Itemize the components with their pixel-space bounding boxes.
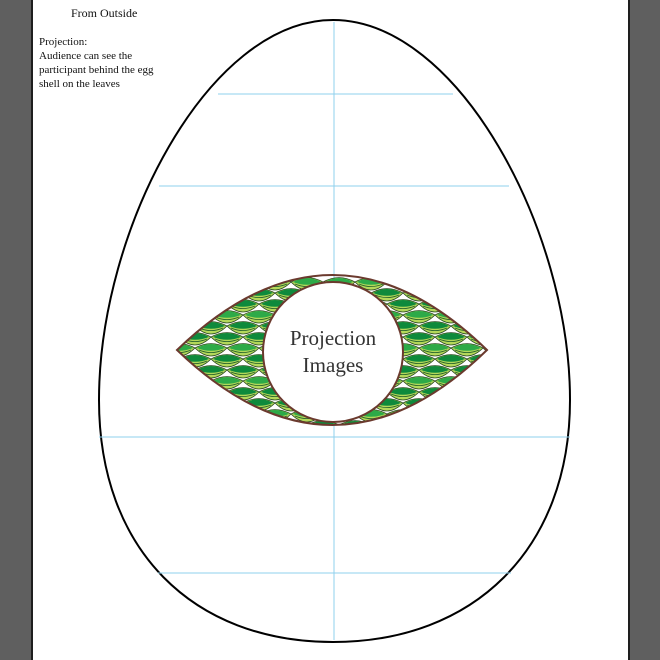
leaf-scale xyxy=(242,310,276,324)
leaf-scale xyxy=(466,420,487,425)
leaf-scale xyxy=(499,311,531,323)
leaf-scale xyxy=(450,277,484,291)
leaf-scale xyxy=(210,420,244,425)
note-title: Projection: xyxy=(39,36,88,48)
leaf-scale xyxy=(466,332,487,346)
leaf-scale xyxy=(178,420,212,425)
leaf-scale xyxy=(210,354,244,368)
leaf-scale xyxy=(434,398,468,412)
leaf-scale xyxy=(226,365,260,379)
leaf-scale xyxy=(194,343,228,357)
leaf-scale xyxy=(194,277,228,291)
leaf-scale xyxy=(210,398,244,412)
leaf-scale xyxy=(499,421,531,433)
leaf-scale xyxy=(402,376,436,390)
leaf-scale xyxy=(418,365,452,379)
leaf-scale xyxy=(466,376,487,390)
leaf-scale xyxy=(482,277,487,291)
leaf-scale xyxy=(499,289,531,301)
leaf-scale xyxy=(418,321,452,335)
leaf-scale xyxy=(177,299,196,313)
leaf-scale xyxy=(370,420,404,425)
leaf-scale xyxy=(177,277,196,291)
egg-outline xyxy=(97,18,572,644)
leaf-scale xyxy=(450,299,484,313)
leaf-scale xyxy=(434,310,468,324)
leaf-scale xyxy=(434,288,468,302)
leaf-scale xyxy=(177,409,196,423)
leaf-scale xyxy=(386,409,420,423)
leaf-scale xyxy=(226,321,260,335)
leaf-scale xyxy=(466,288,487,302)
leaf-scale xyxy=(466,310,487,324)
leaf-scale xyxy=(499,355,531,367)
leaf-scale xyxy=(194,321,228,335)
leaf-scale xyxy=(434,354,468,368)
leaf-scale xyxy=(450,409,484,423)
leaf-scale xyxy=(210,288,244,302)
leaf-scale xyxy=(402,354,436,368)
leaf-scale xyxy=(499,377,531,389)
egg-diagram: Projection Images xyxy=(97,18,572,644)
leaf-scale xyxy=(482,365,487,379)
leaf-scale xyxy=(402,310,436,324)
leaf-scale xyxy=(242,288,276,302)
page-edge-right xyxy=(628,0,630,660)
leaf-scale xyxy=(177,365,196,379)
leaf-scale xyxy=(242,420,276,425)
page-edge-left xyxy=(31,0,33,660)
leaf-scale xyxy=(434,420,468,425)
leaf-scale xyxy=(402,332,436,346)
leaf-scale xyxy=(482,299,487,313)
eye-outline xyxy=(175,274,489,426)
leaf-scale xyxy=(194,409,228,423)
leaf-scale xyxy=(194,299,228,313)
leaf-scale xyxy=(177,387,196,401)
leaf-scale xyxy=(178,398,212,412)
leaf-scale xyxy=(450,343,484,357)
leaf-scale xyxy=(226,409,260,423)
note-body: Audience can see the participant behind … xyxy=(39,50,154,90)
leaf-scale xyxy=(177,321,196,335)
page-heading: From Outside xyxy=(71,6,138,20)
center-label-line2: Images xyxy=(303,353,364,377)
leaf-scale xyxy=(178,310,212,324)
leaf-scale xyxy=(499,399,531,411)
leaf-scale xyxy=(482,387,487,401)
leaf-scale xyxy=(177,343,196,357)
leaf-scale xyxy=(418,409,452,423)
leaf-scale xyxy=(178,376,212,390)
leaf-scale xyxy=(386,299,420,313)
leaf-scale xyxy=(386,277,420,291)
leaf-scale xyxy=(418,277,452,291)
projection-note: Projection: Audience can see the partici… xyxy=(39,35,169,91)
leaf-scale xyxy=(499,333,531,345)
leaf-scale xyxy=(434,332,468,346)
leaf-scale xyxy=(226,277,260,291)
leaf-scale xyxy=(210,332,244,346)
center-label-line1: Projection xyxy=(290,326,377,350)
leaf-scale xyxy=(226,343,260,357)
leaf-scale xyxy=(434,376,468,390)
leaf-scale xyxy=(482,321,487,335)
leaf-scale xyxy=(482,409,487,423)
leaf-scale xyxy=(450,387,484,401)
leaf-scale xyxy=(418,343,452,357)
artboard: Projection Images From Outside Projectio… xyxy=(33,0,628,660)
leaf-scale xyxy=(466,398,487,412)
leaf-scale xyxy=(194,387,228,401)
projection-circle xyxy=(262,281,404,423)
leaf-scale xyxy=(178,288,212,302)
leaf-scale xyxy=(402,420,436,425)
leaf-scale xyxy=(258,277,292,291)
leaf-scale xyxy=(194,365,228,379)
